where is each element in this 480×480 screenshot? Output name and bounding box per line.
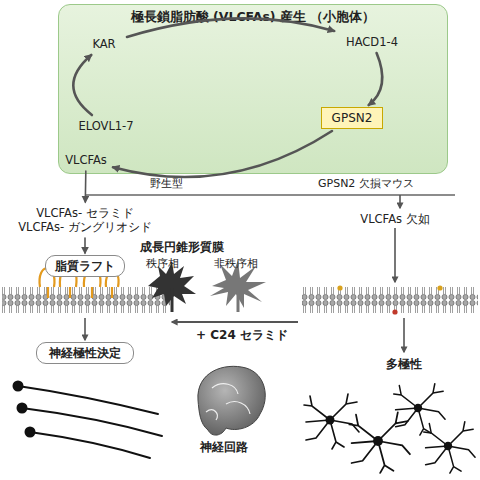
phase-label: 非秩序相 xyxy=(214,257,258,271)
multipolar-neurons xyxy=(304,384,475,473)
product-label: VLCFAs xyxy=(61,151,111,169)
enzyme-label: ELOVL1-7 xyxy=(69,117,143,135)
node-text: VLCFAs xyxy=(65,153,107,167)
er-box: 極長鎖脂肪酸 (VLCFAs) 産生 （小胞体） KAR HACD1-4GPSN2E… xyxy=(58,4,448,174)
enzyme-label: KAR xyxy=(83,35,125,53)
connector-arrow xyxy=(85,171,87,202)
node-text: ELOVL1-7 xyxy=(78,119,133,133)
arrow xyxy=(394,228,396,282)
polarized-neurons xyxy=(14,382,163,459)
enzyme-label: HACD1-4 xyxy=(335,33,409,51)
polarity-box: 神経極性決定 xyxy=(36,342,134,364)
multipolar-text: 多極性 xyxy=(374,355,434,373)
raft-box: 脂質ラフト xyxy=(45,255,125,277)
phase-label: 秩序相 xyxy=(146,257,179,271)
genotype-label: 野生型 xyxy=(150,177,183,191)
circuit-label: 神経回路 xyxy=(200,440,248,455)
node-text: VLCFAs- ガングリオシド xyxy=(18,220,152,234)
node-text: HACD1-4 xyxy=(346,35,398,49)
node-text: VLCFAs 欠如 xyxy=(360,212,429,226)
node-text: VLCFAs- セラミド xyxy=(36,206,134,220)
arrow xyxy=(84,318,86,340)
node-text: KAR xyxy=(92,37,115,51)
node-text: 多極性 xyxy=(386,357,422,372)
neuron xyxy=(424,422,475,473)
arrow xyxy=(399,195,401,208)
node-text: 脂質ラフト xyxy=(55,259,115,274)
membrane-wildtype xyxy=(2,285,170,315)
deficiency-text: VLCFAs 欠如 xyxy=(350,210,440,228)
heading-label: 成長円錐形質膜 xyxy=(140,240,224,255)
connector-arrow xyxy=(84,238,86,253)
node-text: 極長鎖脂肪酸 (VLCFAs) 産生 （小胞体） xyxy=(131,9,376,25)
neuron xyxy=(394,384,445,435)
arrow xyxy=(403,318,405,352)
genotype-label: GPSN2 欠損マウス xyxy=(318,177,414,191)
rescue-arrow xyxy=(172,321,298,323)
neuron xyxy=(304,394,359,449)
membrane-knockout xyxy=(302,285,478,315)
membrane-dots xyxy=(337,285,442,314)
rescue-label: + C24 セラミド xyxy=(196,328,288,343)
brain xyxy=(198,366,265,435)
neuron xyxy=(349,412,410,473)
lipid-text: VLCFAs- セラミドVLCFAs- ガングリオシド xyxy=(15,204,155,236)
node-text: 神経極性決定 xyxy=(49,346,121,361)
gpsn2-box: GPSN2 xyxy=(321,107,383,129)
node-text: GPSN2 xyxy=(332,111,373,126)
